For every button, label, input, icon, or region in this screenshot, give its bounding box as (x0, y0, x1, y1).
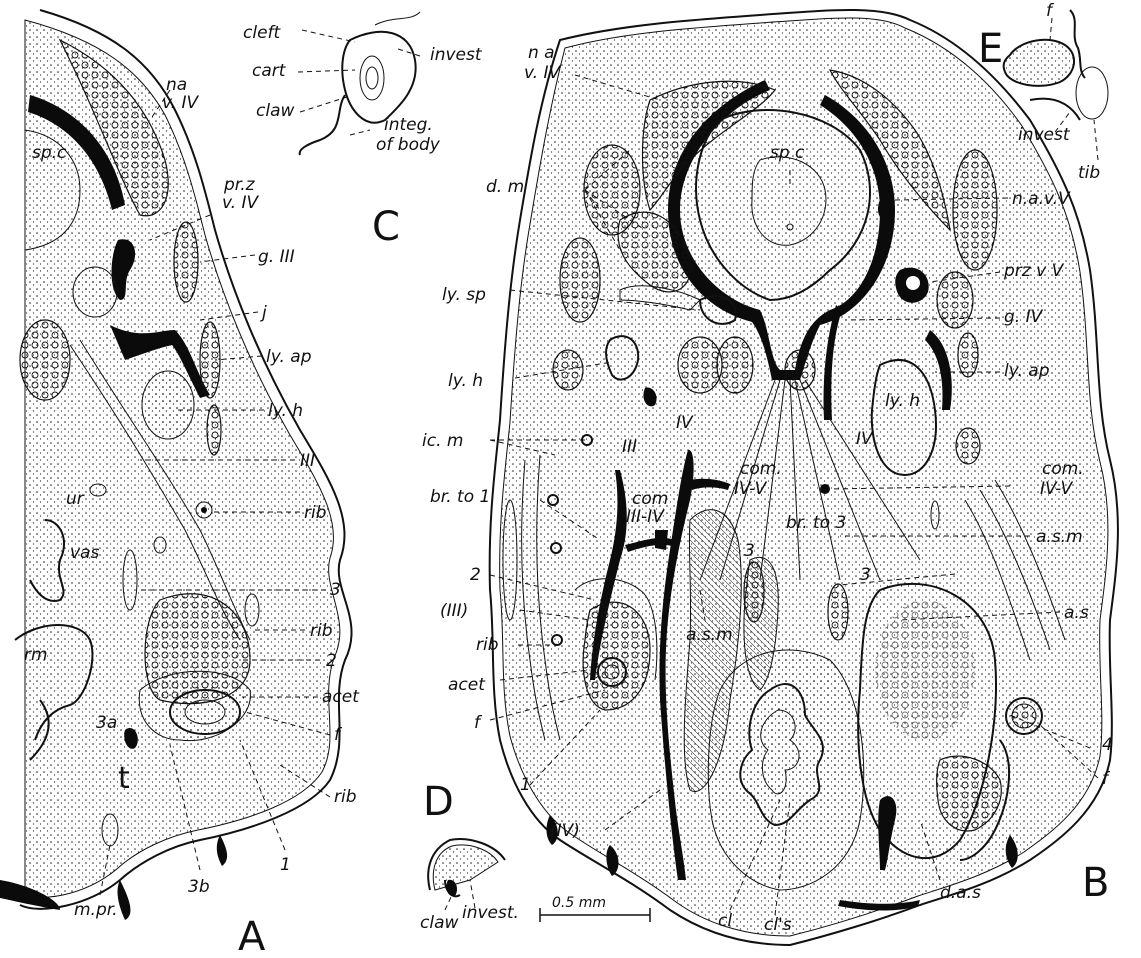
label-b-asm-center: a.s.m (686, 625, 733, 645)
label-c-integ: integ. (384, 115, 433, 135)
label-b-3-right: 3 (860, 565, 871, 585)
label-a-vas: vas (70, 543, 99, 563)
label-a-rib-1: rib (304, 503, 327, 523)
label-b-com-left: com (632, 489, 668, 509)
label-a-ly-ap: ly. ap (266, 347, 312, 367)
label-b-com-center: com. (740, 459, 782, 479)
label-b-3-center: 3 (744, 541, 755, 561)
label-b-ly-sp: ly. sp (442, 285, 486, 305)
panel-c-labels: cleft cart claw invest integ. of body (243, 23, 483, 155)
label-a-prz-v4: v. IV (222, 193, 259, 213)
label-b-4: 4 (1102, 735, 1113, 755)
label-c-claw: claw (256, 101, 294, 121)
panel-d-drawing (428, 839, 505, 910)
label-a-j: j (260, 303, 267, 323)
panel-b-letter: B (1082, 860, 1109, 906)
panel-c-letter: C (372, 204, 400, 250)
panel-a-letter: A (238, 914, 266, 958)
label-b-ly-ap: ly. ap (1004, 361, 1050, 381)
label-a-g3: g. III (258, 247, 295, 267)
label-b-acet: acet (448, 675, 486, 695)
label-d-invest: invest. (462, 903, 519, 923)
label-a-ur: ur (66, 489, 85, 509)
label-a-2: 2 (326, 651, 337, 671)
label-a-t: t (118, 761, 130, 796)
label-b-rib: rib (476, 635, 499, 655)
label-c-cleft: cleft (243, 23, 282, 43)
label-b-na: n a (528, 43, 555, 63)
panel-d-letter: D (423, 779, 454, 825)
label-d-claw: claw (420, 913, 458, 933)
label-e-f: f (1046, 1, 1055, 21)
label-b-iv-paren: (IV) (550, 821, 580, 841)
label-a-f: f (334, 725, 343, 745)
label-b-iii: III (622, 437, 637, 457)
label-b-f-left: f (474, 713, 483, 733)
label-a-1: 1 (280, 855, 291, 875)
label-b-g4: g. IV (1004, 307, 1044, 327)
label-b-2: 2 (470, 565, 481, 585)
label-c-invest: invest (430, 45, 483, 65)
label-a-3: 3 (330, 580, 341, 600)
label-c-of-body: of body (376, 135, 441, 155)
label-b-das: d.a.s (940, 883, 981, 903)
label-a-iii: III (300, 451, 315, 471)
label-a-v4: v. IV (162, 93, 199, 113)
label-a-spc: sp.c (32, 143, 67, 163)
label-a-3a: 3a (96, 713, 117, 733)
label-a-acet: acet (322, 687, 360, 707)
label-b-ly-h-right: ly. h (885, 391, 920, 411)
label-b-iv-v-center: IV-V (734, 479, 768, 499)
label-b-cls: cl's (764, 915, 792, 935)
label-b-iv-right: IV (856, 429, 874, 449)
panel-d-labels: claw invest. (420, 903, 519, 933)
scale-bar-label: 0.5 mm (552, 895, 606, 911)
label-b-spc: sp c (770, 143, 805, 163)
label-e-invest: invest (1018, 125, 1071, 145)
label-a-prz: pr.z (223, 175, 256, 195)
label-a-rib-3: rib (334, 787, 357, 807)
label-a-mpr: m.pr. (74, 900, 118, 920)
label-a-3b: 3b (188, 877, 210, 897)
label-b-com-right: com. (1042, 459, 1084, 479)
label-b-1: 1 (520, 775, 531, 795)
label-b-nav5: n.a.v.V (1012, 189, 1071, 209)
label-e-tib: tib (1078, 163, 1100, 183)
scale-bar: 0.5 mm (540, 895, 650, 922)
label-b-iii-iv: III-IV (626, 507, 665, 527)
label-b-br-to-3: br. to 3 (786, 513, 846, 533)
label-b-iv-center: IV (676, 413, 694, 433)
label-b-dm: d. m (486, 177, 524, 197)
label-b-iv-v-right: IV-V (1040, 479, 1074, 499)
panel-e-letter: E (978, 26, 1003, 72)
label-b-v4: v. IV (524, 63, 561, 83)
label-a-na: na (166, 75, 187, 95)
label-b-prz-v5: prz v V (1003, 261, 1065, 281)
label-a-rib-2: rib (310, 621, 333, 641)
label-c-cart: cart (252, 61, 287, 81)
label-b-ly-h-left: ly. h (448, 371, 483, 391)
label-b-asm-right: a.s.m (1036, 527, 1083, 547)
label-b-icm: ic. m (422, 431, 463, 451)
label-b-iii-paren: (III) (440, 601, 468, 621)
label-b-as: a.s (1064, 603, 1089, 623)
label-a-rm: rm (24, 645, 48, 665)
label-a-ly-h: ly. h (268, 401, 303, 421)
label-b-f-right: f (1102, 769, 1111, 789)
label-b-cl: cl (718, 911, 732, 931)
label-b-br-to-1: br. to 1 (430, 487, 490, 507)
